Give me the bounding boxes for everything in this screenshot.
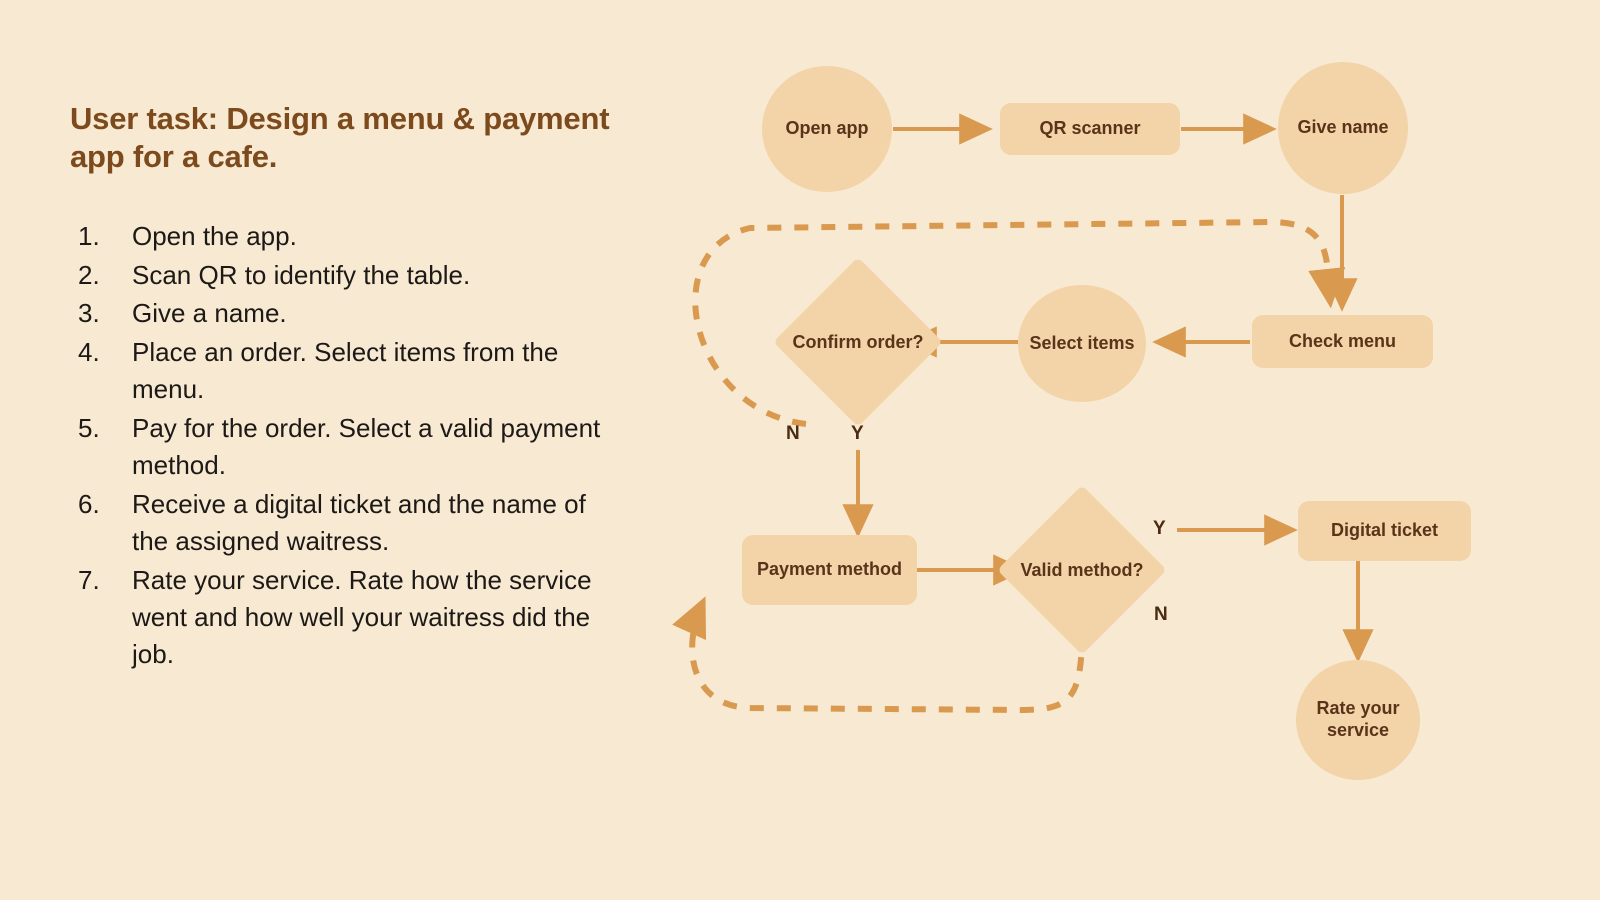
node-open-app[interactable]: Open app bbox=[762, 66, 892, 192]
branch-label-confirm-yes: Y bbox=[851, 423, 864, 444]
task-steps-list: Open the app. Scan QR to identify the ta… bbox=[70, 218, 610, 673]
branch-label-valid-no: N bbox=[1154, 604, 1168, 625]
branch-label-valid-yes: Y bbox=[1153, 518, 1166, 539]
node-check-menu-label: Check menu bbox=[1288, 330, 1397, 351]
node-open-app-label: Open app bbox=[785, 118, 869, 139]
list-item: Pay for the order. Select a valid paymen… bbox=[78, 410, 601, 481]
node-give-name[interactable]: Give name bbox=[1278, 62, 1408, 194]
list-item: Receive a digital ticket and the name of… bbox=[78, 486, 586, 556]
node-select-items-label: Select items bbox=[1029, 332, 1135, 353]
node-payment-method[interactable]: Payment method bbox=[742, 535, 917, 605]
flowchart-connectors bbox=[672, 113, 1374, 714]
node-confirm-order-label: Confirm order? bbox=[792, 331, 924, 352]
node-rate-service[interactable]: Rate your service bbox=[1296, 660, 1420, 780]
node-check-menu[interactable]: Check menu bbox=[1252, 315, 1433, 368]
node-digital-ticket-label: Digital ticket bbox=[1330, 520, 1439, 541]
page-title: User task: Design a menu & payment app f… bbox=[70, 101, 610, 174]
node-give-name-label: Give name bbox=[1297, 117, 1389, 138]
node-select-items[interactable]: Select items bbox=[1018, 285, 1146, 402]
list-item: Scan QR to identify the table. bbox=[78, 257, 471, 294]
node-valid-method-label: Valid method? bbox=[1020, 559, 1144, 580]
list-item: Place an order. Select items from the me… bbox=[78, 334, 559, 405]
node-qr-scanner[interactable]: QR scanner bbox=[1000, 103, 1180, 155]
task-panel: User task: Design a menu & payment app f… bbox=[70, 100, 610, 675]
node-rate-service-label: Rate your service bbox=[1316, 698, 1400, 740]
list-item: Rate your service. Rate how the service … bbox=[78, 562, 592, 669]
edge-valid-method-no-loop-to-payment-method bbox=[672, 596, 1085, 714]
node-qr-scanner-label: QR scanner bbox=[1039, 118, 1141, 139]
node-digital-ticket[interactable]: Digital ticket bbox=[1298, 501, 1471, 561]
list-item: Give a name. bbox=[78, 295, 287, 332]
flowchart: Open app QR scanner Give name Check menu… bbox=[630, 0, 1600, 900]
branch-label-confirm-no: N bbox=[786, 423, 800, 444]
edge-confirm-order-no-loop-to-check-menu bbox=[692, 218, 1346, 427]
list-item: Open the app. bbox=[78, 218, 297, 255]
node-confirm-order[interactable]: Confirm order? bbox=[778, 300, 938, 385]
node-payment-method-label: Payment method bbox=[756, 559, 903, 580]
node-valid-method[interactable]: Valid method? bbox=[1002, 528, 1162, 613]
